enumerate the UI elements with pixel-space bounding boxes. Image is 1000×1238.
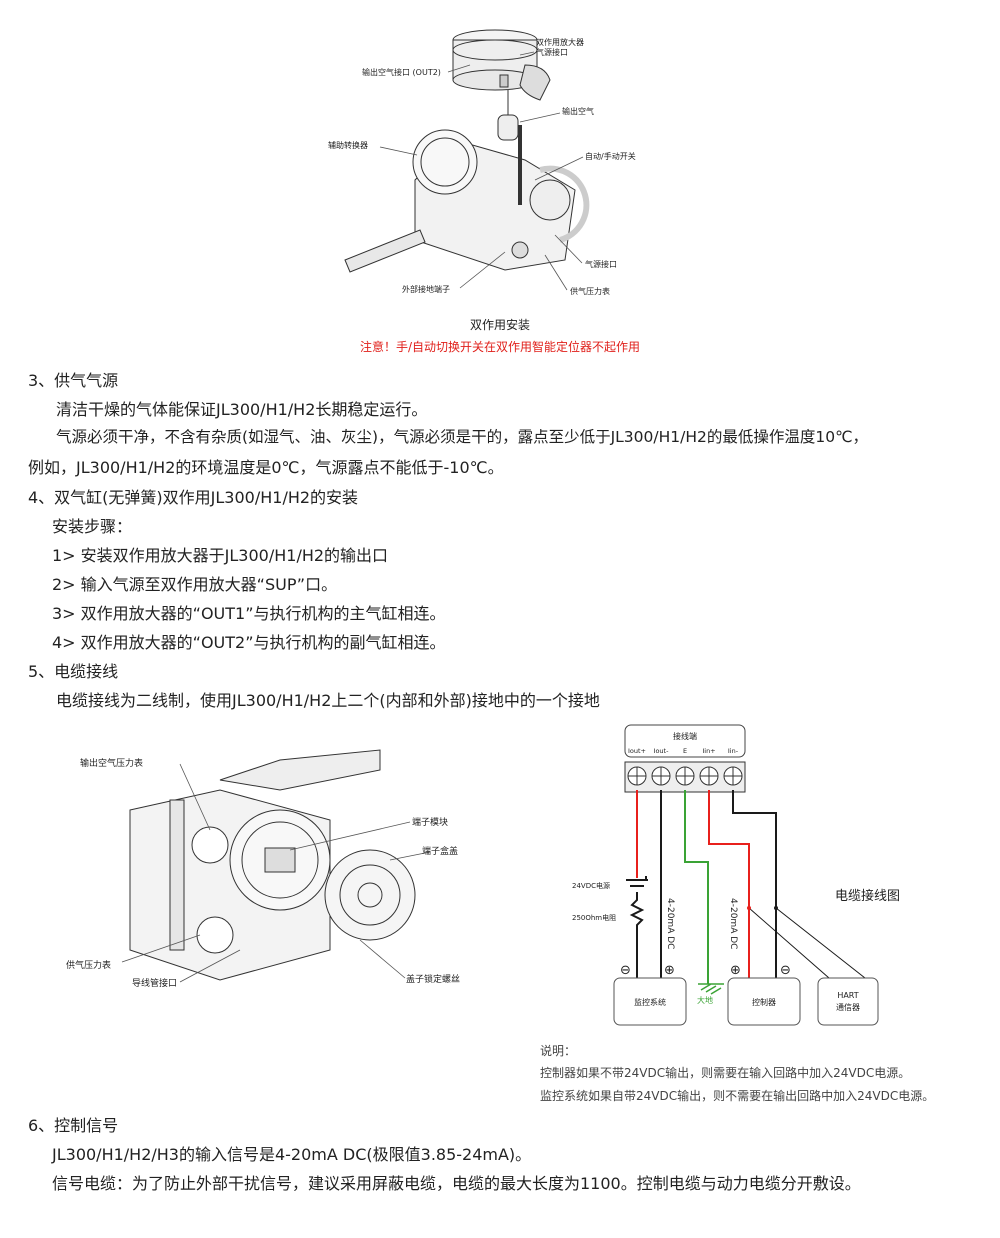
note-item: 监控系统如果自带24VDC输出，则不需要在输出回路中加入24VDC电源。 xyxy=(540,1089,935,1103)
section4-heading: 4、双气缸(无弹簧)双作用JL300/H1/H2的安装 xyxy=(28,488,359,507)
install-step: 3> 双作用放大器的“OUT1”与执行机构的主气缸相连。 xyxy=(52,604,446,623)
section5-heading: 5、电缆接线 xyxy=(28,662,119,681)
earth-label: 大地 xyxy=(697,995,713,1005)
label-output-air-gauge: 输出空气压力表 xyxy=(80,757,143,769)
battery-symbol xyxy=(626,876,648,887)
hart-label: HART xyxy=(837,991,858,1000)
terminal-block-header xyxy=(624,724,746,758)
wire-earth xyxy=(684,790,709,984)
install-steps-label: 安装步骤： xyxy=(52,517,133,536)
positioner-terminal-illustration xyxy=(129,749,416,981)
earth-symbol xyxy=(698,983,724,995)
terminal-strip xyxy=(624,761,746,793)
signal-label-output: 4-20mA DC xyxy=(665,898,675,949)
terminal-label: Iin- xyxy=(728,747,739,755)
wire-iin-minus xyxy=(732,790,777,978)
terminal-label: E xyxy=(683,747,687,755)
label-output-air: 输出空气 xyxy=(562,106,594,116)
install-step: 2> 输入气源至双作用放大器“SUP”口。 xyxy=(52,575,338,594)
notes-title: 说明： xyxy=(540,1044,577,1058)
monitor-system-label: 监控系统 xyxy=(634,997,666,1007)
wire-resistor-path xyxy=(629,892,645,978)
double-acting-installation-figure: 双作用放大器 气源接口 输出空气接口 (OUT2) 输出空气 辅助转换器 自动/… xyxy=(328,29,636,296)
monitor-system-box xyxy=(613,977,687,1026)
section3-paragraph2b: 例如，JL300/H1/H2的环境温度是0℃，气源露点不能低于-10℃。 xyxy=(28,458,504,477)
section3-heading: 3、供气气源 xyxy=(28,371,119,390)
signal-label-input: 4-20mA DC xyxy=(728,898,738,949)
terminal-box-figure: 输出空气压力表 端子模块 端子盒盖 供气压力表 导线管接口 盖子锁定螺丝 xyxy=(66,749,460,989)
power-supply-label: 24VDC电源 xyxy=(572,881,610,890)
install-step: 4> 双作用放大器的“OUT2”与执行机构的副气缸相连。 xyxy=(52,633,446,652)
wiring-diagram-title: 电缆接线图 xyxy=(835,888,900,904)
label-aux-converter: 辅助转换器 xyxy=(328,140,368,150)
wire-iin-plus xyxy=(708,790,750,978)
hart-communicator-box xyxy=(817,977,879,1026)
minus-terminal-controller: ⊖ xyxy=(780,963,791,978)
wiring-diagram: 接线端 Iout+ Iout- E Iin+ Iin- 监控系统 控制器 HAR… xyxy=(572,724,900,1026)
section6-paragraph1: JL300/H1/H2/H3的输入信号是4-20mA DC(极限值3.85-24… xyxy=(52,1145,532,1164)
section3-paragraph1: 清洁干燥的气体能保证JL300/H1/H2长期稳定运行。 xyxy=(56,400,428,419)
label-supply-gauge: 供气压力表 xyxy=(66,959,111,971)
controller-box xyxy=(727,977,801,1026)
resistor-label: 250Ohm电阻 xyxy=(572,913,616,922)
plus-terminal-controller: ⊕ xyxy=(730,963,741,978)
label-amplifier: 双作用放大器 xyxy=(536,37,584,47)
terminal-label: Iin+ xyxy=(702,747,715,755)
note-item: 控制器如果不带24VDC输出，则需要在输入回路中加入24VDC电源。 xyxy=(540,1066,911,1080)
label-supply-port: 气源接口 xyxy=(585,259,617,269)
terminal-label: Iout+ xyxy=(628,747,646,755)
label-terminal-cover: 端子盒盖 xyxy=(422,845,458,857)
plus-terminal-monitor: ⊕ xyxy=(664,963,675,978)
section5-paragraph: 电缆接线为二线制，使用JL300/H1/H2上二个(内部和外部)接地中的一个接地 xyxy=(56,691,600,710)
terminal-label: Iout- xyxy=(654,747,670,755)
warning-note: 注意！手/自动切换开关在双作用智能定位器不起作用 xyxy=(359,340,641,354)
section6-paragraph2: 信号电缆：为了防止外部干扰信号，建议采用屏蔽电缆，电缆的最大长度为1100。控制… xyxy=(52,1174,861,1193)
install-step: 1> 安装双作用放大器于JL300/H1/H2的输出口 xyxy=(52,546,389,565)
positioner-body-illustration xyxy=(344,114,590,273)
controller-label: 控制器 xyxy=(752,997,776,1007)
section6-heading: 6、控制信号 xyxy=(28,1116,119,1135)
label-amplifier-supply-port: 气源接口 xyxy=(536,47,568,57)
label-out2: 输出空气接口 (OUT2) xyxy=(362,67,441,77)
minus-terminal-monitor: ⊖ xyxy=(620,963,631,978)
double-acting-amplifier-illustration xyxy=(452,29,551,130)
section3-paragraph2a: 气源必须干净，不含有杂质(如湿气、油、灰尘)，气源必须是干的，露点至少低于JL3… xyxy=(56,428,868,446)
communicator-label: 通信器 xyxy=(836,1002,860,1012)
label-cover-lock-screw: 盖子锁定螺丝 xyxy=(406,973,460,985)
label-terminal-module: 端子模块 xyxy=(412,816,448,828)
figure-caption: 双作用安装 xyxy=(469,318,530,332)
wire-hart xyxy=(748,907,866,979)
label-auto-manual-switch: 自动/手动开关 xyxy=(585,151,636,161)
label-conduit-port: 导线管接口 xyxy=(132,977,177,989)
terminal-block-title: 接线端 xyxy=(673,731,697,741)
label-ground-terminal: 外部接地端子 xyxy=(402,284,450,294)
label-supply-gauge: 供气压力表 xyxy=(570,286,610,296)
